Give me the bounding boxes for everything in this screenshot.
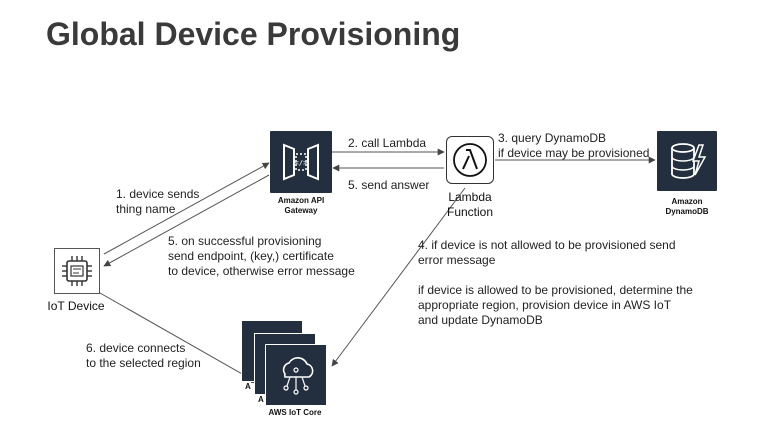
iot-device-label: IoT Device — [47, 299, 105, 313]
arrow-gateway-to-device — [103, 174, 270, 267]
edge-label-step3: 3. query DynamoDB if device may be provi… — [498, 131, 650, 160]
arrow-device-to-gateway — [103, 162, 270, 255]
arrow-lambda-to-iotcore — [331, 187, 466, 367]
page-title: Global Device Provisioning — [46, 16, 461, 52]
iot-core-label: AWS IoT Core — [268, 408, 322, 417]
api-gateway-tile: </> — [270, 131, 332, 193]
svg-text:</>: </> — [295, 159, 308, 167]
edge-label-step2: 2. call Lambda — [348, 136, 427, 150]
lambda-icon — [453, 143, 487, 177]
iot-device-tile — [54, 248, 100, 294]
edge-label-step6: 6. device connects to the selected regio… — [86, 341, 201, 370]
arrow-device-to-iotcore — [99, 292, 259, 384]
dynamodb-tile — [657, 131, 717, 191]
iot-core-icon — [282, 357, 314, 395]
lambda-tile — [446, 136, 494, 184]
edge-label-step5-answer: 5. send answer — [348, 178, 430, 192]
api-gateway-icon: </> — [283, 143, 319, 181]
iot-core-stack-fragment: A — [258, 395, 264, 404]
iot-core-stack-fragment: A — [245, 382, 251, 391]
iot-device-icon — [62, 256, 92, 286]
iot-core-tile — [265, 344, 327, 406]
edge-label-step4: 4. if device is not allowed to be provis… — [418, 238, 693, 327]
lambda-label: Lambda Function — [446, 190, 494, 219]
edge-label-step1: 1. device sends thing name — [116, 187, 200, 216]
edge-label-step5-provision: 5. on successful provisioning send endpo… — [168, 234, 355, 278]
api-gateway-label: Amazon API Gateway — [277, 196, 325, 215]
dynamodb-label: Amazon DynamoDB — [665, 197, 709, 216]
dynamodb-icon — [671, 143, 707, 179]
